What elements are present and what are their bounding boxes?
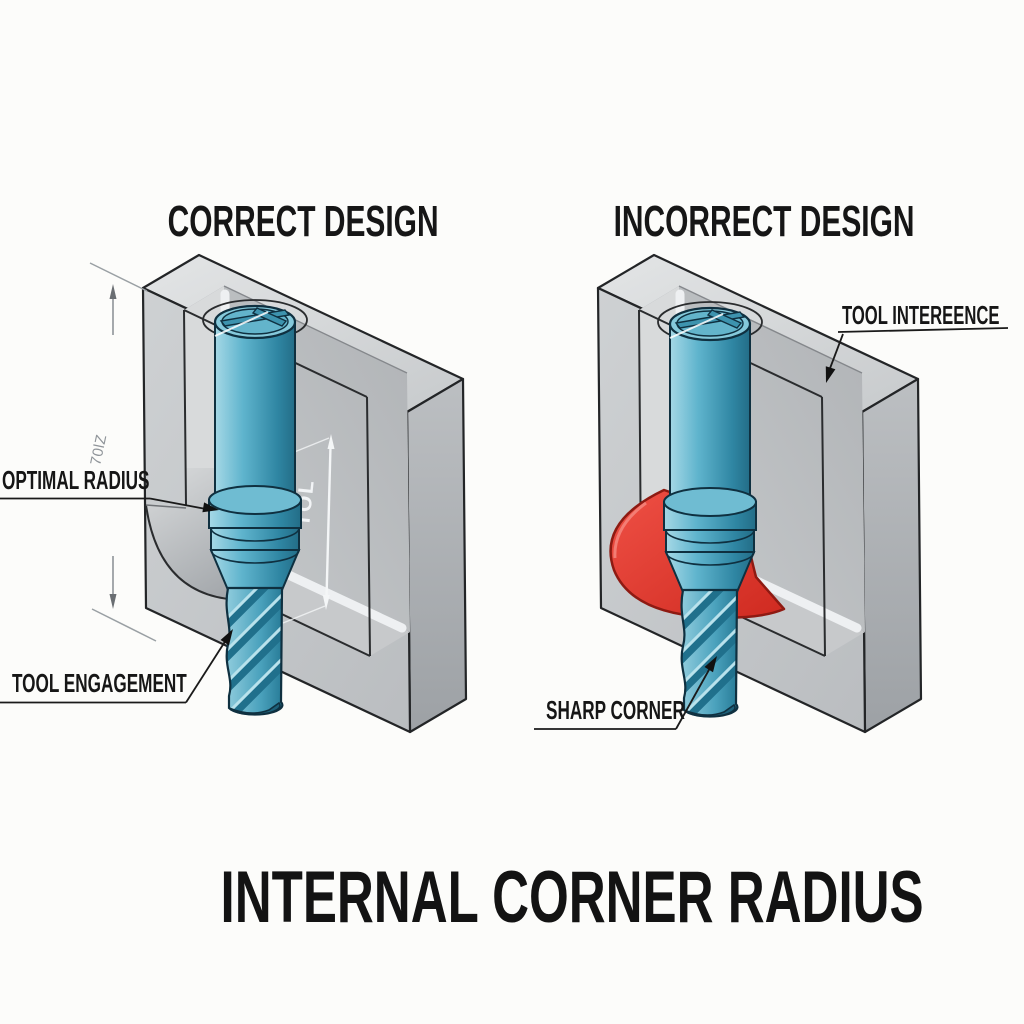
tool-engagement-arrow [220,629,233,646]
right-panel-heading: INCORRECT DESIGN [613,197,915,246]
tool-engagement-label: TOOL ENGAGEMENT [12,668,187,698]
tool-engagement-leader [185,639,227,703]
pocket-depth-dimension-text: 70lZ [87,433,110,467]
figure-caption: INTERNAL CORNER RADIUS [220,857,924,938]
callout-arrowheads [202,366,836,673]
sharp-corner-arrow [704,656,717,673]
optimal-radius-arrow [202,502,219,513]
right-block-side-face [860,377,923,734]
sharp-corner-leader [675,667,711,730]
optimal-radius-label: OPTIMAL RADIUS [2,465,150,495]
optimal-radius-leader [149,497,207,510]
tool-interference-underline [837,327,1009,333]
pocket-depth-dimension: 70lZ [87,262,157,642]
tool-interference-arrow [825,366,836,383]
left-block-side-face [405,377,468,734]
sharp-corner-label: SHARP CORNER [546,695,685,725]
tool-interference-label: TOOL INTEREENCE [842,300,1000,330]
callout-leaders [0,327,1009,730]
tool-interference-leader [828,333,844,372]
left-panel-heading: CORRECT DESIGN [167,197,439,246]
